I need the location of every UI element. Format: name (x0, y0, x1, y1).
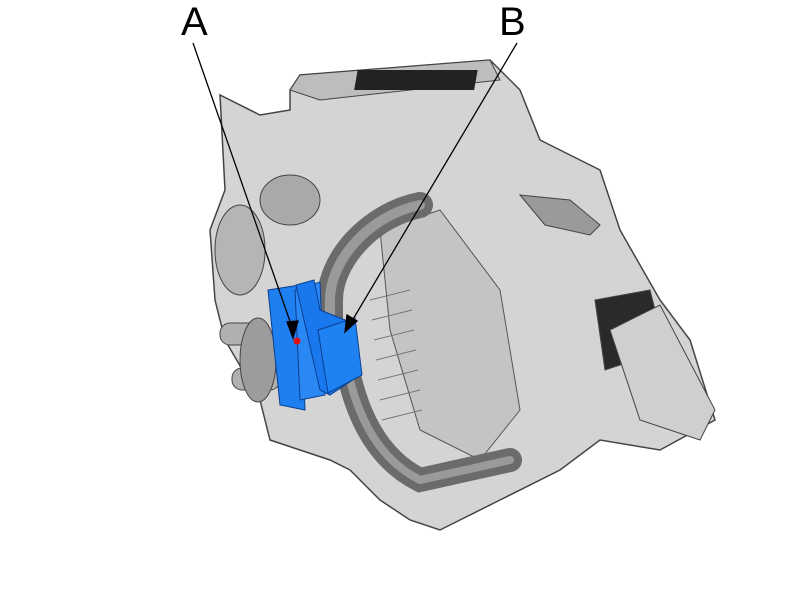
hvac-housing (209, 59, 716, 531)
leader-line-a (192, 42, 294, 331)
coolant-pipes (219, 317, 281, 403)
leader-lines (192, 42, 518, 341)
arrowhead-a (286, 320, 299, 341)
highlighted-component (267, 279, 363, 411)
callout-label-b: B (499, 0, 526, 44)
leader-line-b (348, 42, 518, 327)
arrowhead-b (344, 313, 359, 334)
callout-label-a: A (181, 0, 208, 44)
heater-hose (317, 192, 522, 493)
marker-dot (293, 337, 301, 345)
